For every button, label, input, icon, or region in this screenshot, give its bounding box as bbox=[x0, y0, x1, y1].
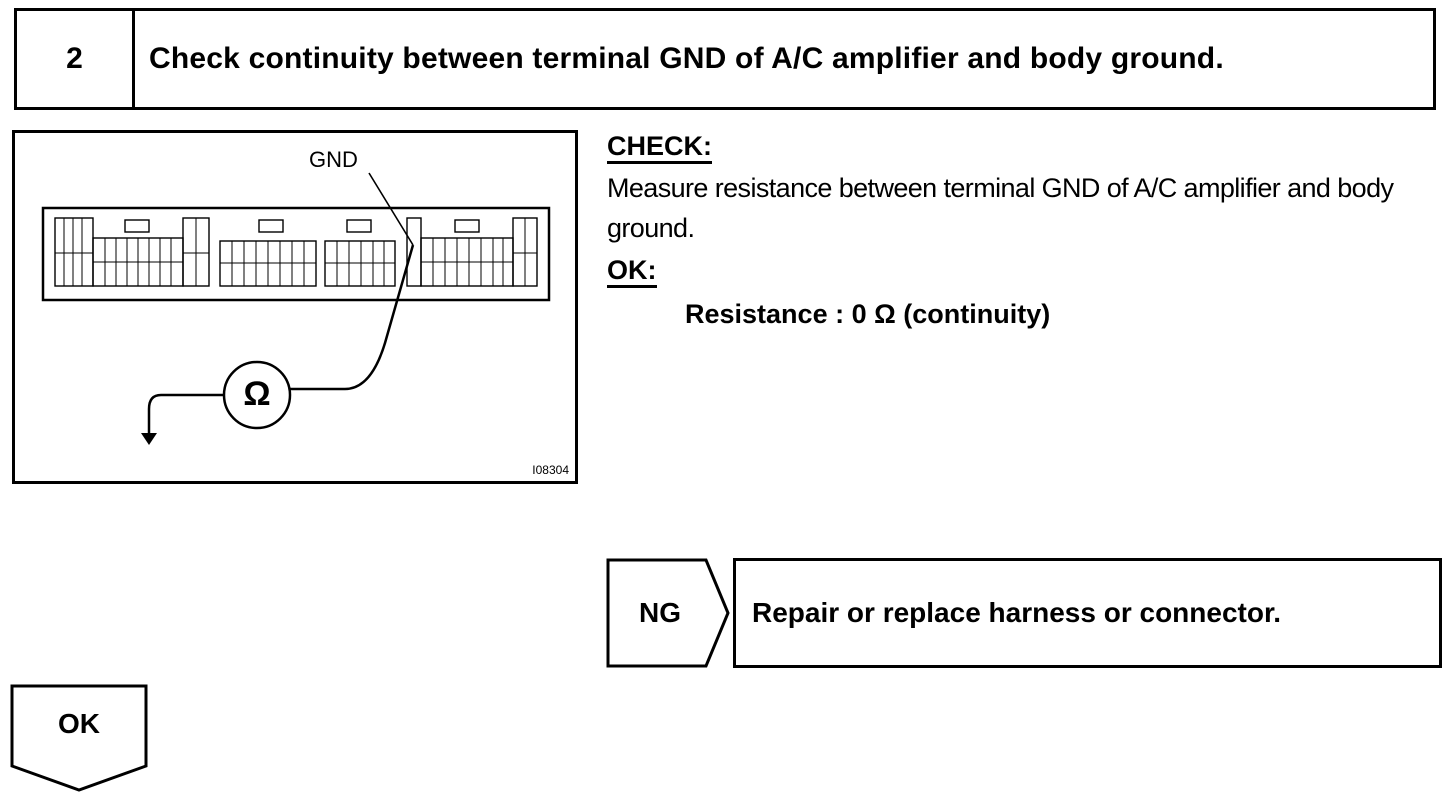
connector-pin-dividers bbox=[55, 218, 537, 286]
check-heading: CHECK: bbox=[607, 131, 712, 164]
ground-symbol-icon bbox=[141, 433, 157, 445]
check-text: Measure resistance between terminal GND … bbox=[607, 173, 1394, 243]
gnd-terminal-label: GND bbox=[309, 147, 358, 172]
gnd-leader-line bbox=[368, 172, 414, 246]
resistance-spec: Resistance : 0 Ω (continuity) bbox=[685, 299, 1051, 329]
connector-diagram bbox=[41, 172, 551, 445]
ng-result-text: Repair or replace harness or connector. bbox=[752, 597, 1282, 628]
step-header: 2 Check continuity between terminal GND … bbox=[14, 8, 1436, 110]
ohm-symbol: Ω bbox=[243, 375, 271, 413]
figure-id: I08304 bbox=[532, 463, 569, 477]
step-title: Check continuity between terminal GND of… bbox=[149, 42, 1224, 75]
connector-body bbox=[41, 206, 551, 302]
probe-wire-right bbox=[290, 244, 415, 391]
step-number: 2 bbox=[17, 11, 135, 107]
connector-figure: GND Ω I08304 bbox=[12, 130, 578, 484]
ng-result-box: Repair or replace harness or connector. bbox=[733, 558, 1442, 668]
ng-label: NG bbox=[639, 597, 681, 628]
ok-label: OK bbox=[58, 708, 100, 739]
ok-heading: OK: bbox=[607, 255, 657, 288]
ok-arrow-shape bbox=[10, 684, 148, 792]
probe-wire-left bbox=[147, 393, 224, 433]
ng-arrow-shape bbox=[606, 558, 730, 668]
check-block: CHECK: Measure resistance between termin… bbox=[607, 126, 1452, 334]
